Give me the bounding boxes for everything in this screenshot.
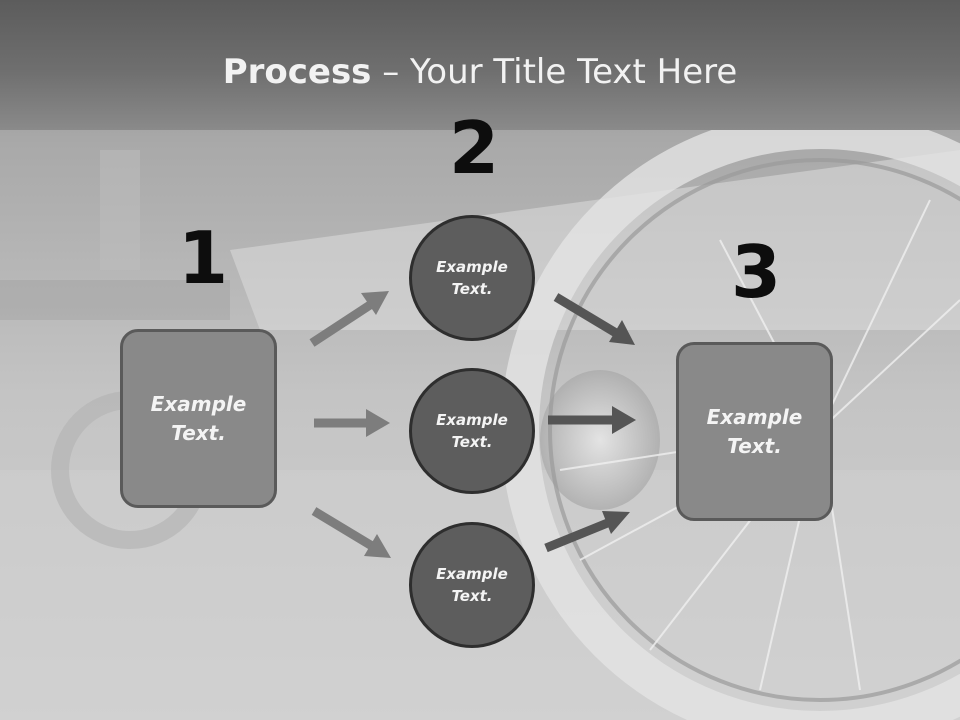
title-bold: Process xyxy=(222,52,372,92)
step-1-box: Example Text. xyxy=(120,329,277,508)
arrow-1-to-top xyxy=(309,291,389,347)
step-1-text: Example Text. xyxy=(150,391,247,445)
circle-bottom: Example Text. xyxy=(409,522,535,648)
circle-middle: Example Text. xyxy=(409,368,535,494)
arrow-bottom-to-3 xyxy=(544,511,630,553)
title-rest: – Your Title Text Here xyxy=(371,52,738,92)
step-3-box: Example Text. xyxy=(676,342,833,521)
title-bar xyxy=(0,0,960,130)
arrow-1-to-middle xyxy=(314,409,390,437)
arrow-1-to-bottom xyxy=(311,507,391,558)
step-number-3: 3 xyxy=(731,230,782,314)
step-3-text: Example Text. xyxy=(706,404,803,458)
arrows-to-box-3 xyxy=(544,293,636,553)
circle-top-text: Example Text. xyxy=(436,257,508,299)
step-number-1: 1 xyxy=(178,216,229,300)
circle-top: Example Text. xyxy=(409,215,535,341)
arrow-top-to-3 xyxy=(553,293,635,345)
circle-bottom-text: Example Text. xyxy=(436,564,508,606)
slide-title: Process – Your Title Text Here xyxy=(0,52,960,92)
circle-middle-text: Example Text. xyxy=(436,410,508,452)
arrow-middle-to-3 xyxy=(548,406,636,434)
arrows-to-circles xyxy=(309,291,391,558)
step-number-2: 2 xyxy=(449,106,500,190)
